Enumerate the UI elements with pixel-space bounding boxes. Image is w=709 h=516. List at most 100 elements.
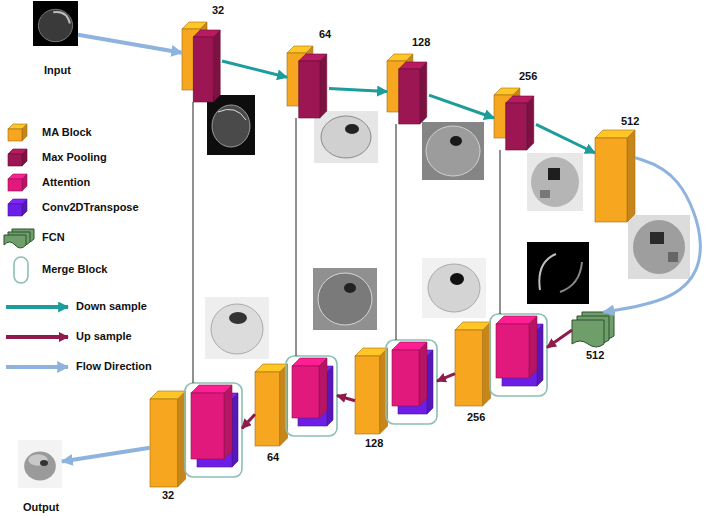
feature-map-spot: [548, 168, 560, 180]
encoder-block: 128: [387, 52, 429, 124]
max-pooling-face: [299, 61, 320, 118]
decoder-block: 128: [355, 340, 437, 438]
legend-entry: Conv2DTranspose: [4, 197, 184, 219]
legend-label: MA Block: [42, 126, 92, 139]
conv-transpose-side: [232, 393, 238, 467]
feature-map: [207, 95, 255, 155]
merge-sample: [14, 257, 28, 283]
max-pooling-face: [193, 37, 213, 102]
feature-map-cell: [211, 304, 263, 354]
attention-side: [224, 385, 232, 459]
legend-sample: [4, 296, 74, 318]
legend-entry: Flow Direction: [4, 356, 184, 378]
legend-entry: Merge Block: [4, 259, 184, 281]
channel-count: 32: [212, 4, 224, 17]
legend-label: Attention: [42, 176, 90, 189]
image-cell: [38, 9, 72, 41]
attention-top: [292, 358, 327, 366]
image-highlight: [53, 12, 70, 24]
ma-block-top: [595, 130, 635, 138]
attention-face: [191, 393, 224, 459]
feature-map-spot: [345, 124, 359, 134]
ma-block-top: [255, 364, 288, 372]
ma-block-top: [494, 88, 520, 95]
feature-map-spot: [450, 273, 464, 285]
legend-entry: Up sample: [4, 326, 184, 348]
feature-map-cell: [531, 157, 579, 207]
image-background: [33, 1, 78, 46]
ma-block-face: [595, 138, 627, 222]
merge-outline: [490, 314, 547, 396]
channel-count: 64: [267, 451, 279, 464]
feature-map-cell: [428, 264, 480, 312]
legend-entry: Max Pooling: [4, 147, 184, 169]
image-highlight: [28, 454, 47, 466]
ma-block-top: [355, 348, 388, 356]
legend-swatch-top: [8, 124, 27, 129]
decoder-block-shape: [355, 340, 437, 438]
legend-swatch-face: [8, 179, 22, 191]
channel-count: 128: [412, 36, 430, 49]
legend-label: Down sample: [76, 300, 147, 313]
max-pooling-side: [213, 30, 220, 102]
channel-count: 64: [319, 28, 331, 41]
max-pooling-top: [399, 62, 427, 69]
legend-label: Conv2DTranspose: [42, 201, 139, 214]
ma-block-top: [182, 22, 207, 29]
feature-map-cell: [321, 116, 371, 158]
flow-arrow: [337, 395, 355, 400]
decoder-block-shape: [455, 314, 547, 410]
legend-label: FCN: [42, 231, 65, 244]
ma-block-face: [355, 356, 380, 434]
bottleneck-block-shape: [595, 130, 635, 222]
image-cell: [24, 452, 56, 481]
feature-map-cell: [633, 220, 685, 274]
encoder-block-shape: [494, 86, 536, 150]
fcn-card: [572, 320, 604, 347]
feature-map: [422, 258, 486, 318]
ma-block-side: [627, 130, 635, 222]
max-pooling-side: [527, 96, 534, 150]
encoder-block-shape: [182, 20, 222, 102]
input-image-shape: [33, 1, 78, 46]
feature-map-spot: [450, 136, 462, 146]
max-pooling-face: [506, 103, 527, 150]
decoder-block-shape: [255, 356, 337, 450]
decoder-block: 64: [255, 356, 337, 450]
feature-map: [422, 122, 484, 180]
skip-connection: [193, 102, 194, 383]
flow-arrow: [222, 61, 287, 77]
encoder-block-shape: [287, 44, 329, 118]
encoder-block: 64: [287, 44, 329, 118]
input-image: Input: [33, 1, 78, 46]
decoder-block: 32: [150, 383, 242, 491]
flow-arrow: [242, 414, 255, 428]
merge-outline: [185, 383, 242, 477]
merge-outline: [286, 356, 337, 436]
feature-map-spot: [229, 312, 247, 324]
channel-count: 512: [621, 115, 639, 128]
channel-count: 256: [467, 411, 485, 424]
legend-entry: Down sample: [4, 296, 184, 318]
merge-outline: [386, 340, 437, 424]
attention-side: [319, 358, 327, 418]
legend-swatch-face: [8, 154, 22, 166]
flow-arrow: [604, 158, 701, 312]
feature-map: [628, 215, 690, 279]
flow-arrow: [62, 448, 150, 462]
image-spot: [40, 460, 48, 466]
legend-entry: Attention: [4, 172, 184, 194]
flow-arrow: [329, 88, 387, 91]
feature-map-spot: [344, 283, 356, 293]
feature-map: [313, 268, 377, 330]
encoder-block: 32: [182, 20, 222, 102]
legend-label: Flow Direction: [76, 360, 152, 373]
feature-map-cell: [426, 126, 480, 176]
legend-sample: [4, 356, 74, 378]
feature-map: [527, 153, 583, 211]
flow-arrow: [78, 35, 182, 53]
feature-map-cell: [318, 273, 372, 325]
attention-top: [191, 385, 232, 393]
legend-swatch-face: [8, 129, 22, 141]
